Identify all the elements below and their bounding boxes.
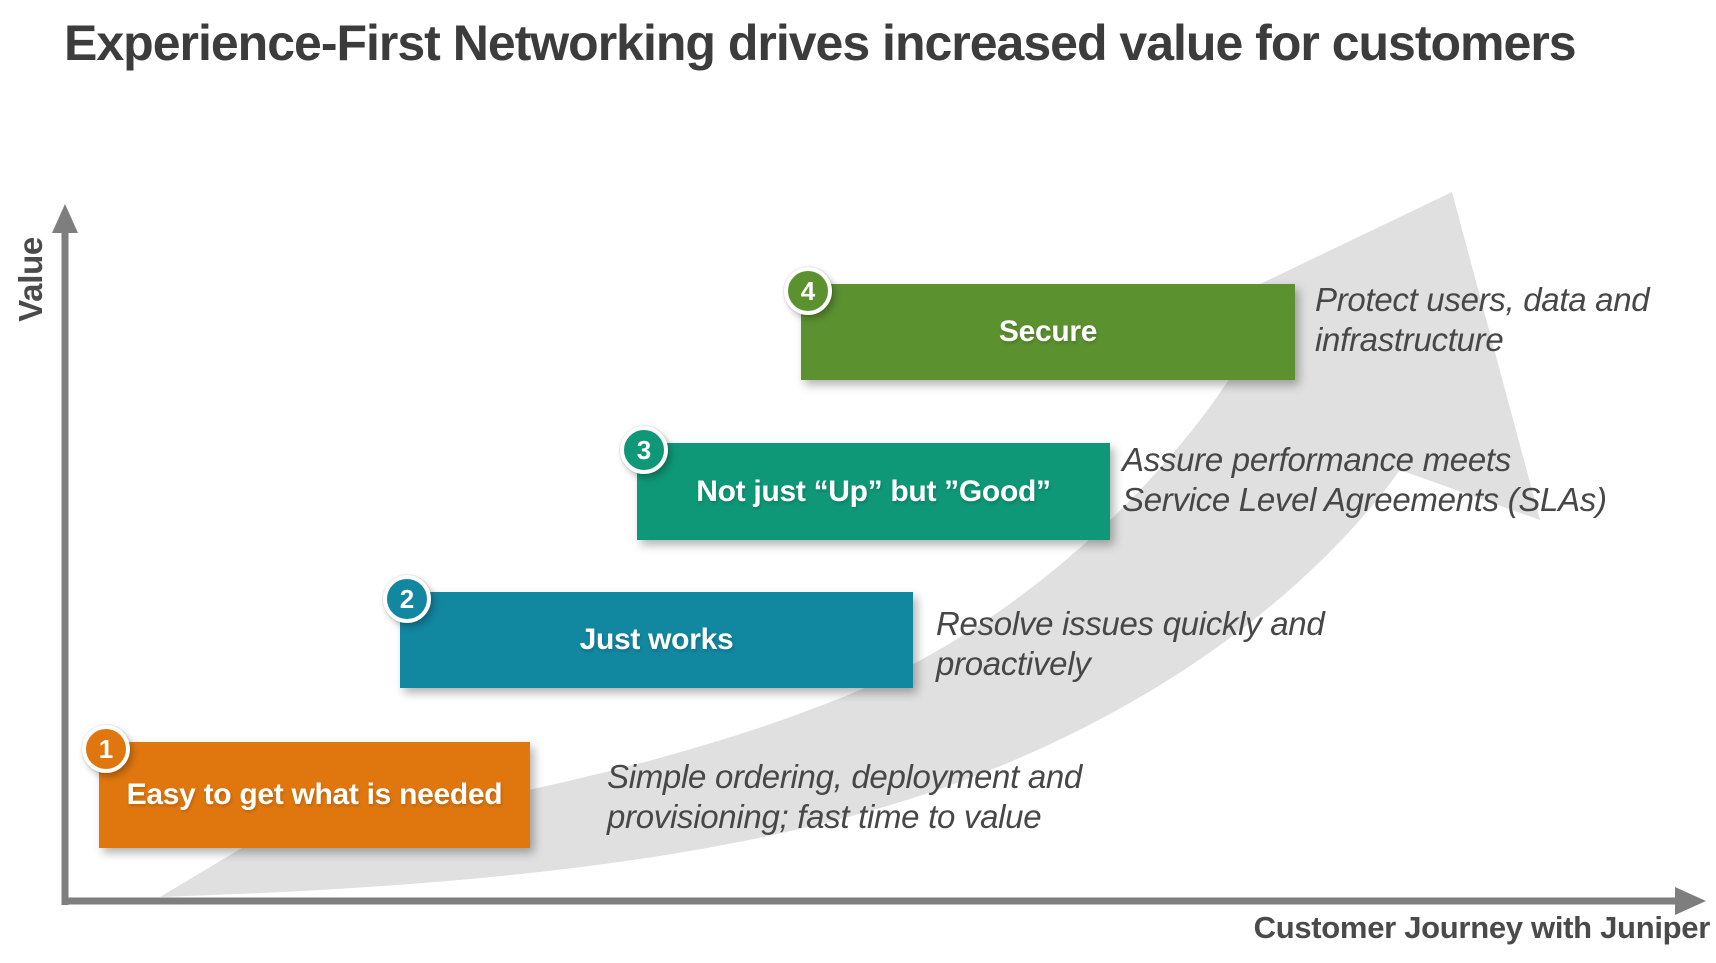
step-number: 3 <box>636 434 652 465</box>
step-number-badge-1: 1 <box>82 725 130 773</box>
step-number: 4 <box>800 275 816 306</box>
step-label: Secure <box>998 315 1098 348</box>
step-label: Just works <box>579 623 734 656</box>
step-bar-2: Just works <box>400 592 913 688</box>
page-title: Experience-First Networking drives incre… <box>64 15 1577 71</box>
step-bar-3: Not just “Up” but ”Good” <box>637 443 1110 540</box>
step-number-badge-3: 3 <box>620 426 668 474</box>
journey-swoosh-arrow-icon <box>160 192 1540 897</box>
step-bar-4: Secure <box>801 284 1295 380</box>
step-number-badge-4: 4 <box>784 267 832 315</box>
y-axis-label: Value <box>12 237 49 322</box>
step-label: Easy to get what is needed <box>126 778 503 811</box>
step-bar-1: Easy to get what is needed <box>99 742 530 848</box>
step-description-4: Protect users, data and infrastructure <box>1315 281 1650 359</box>
step-number-badge-2: 2 <box>383 575 431 623</box>
step-description-3: Assure performance meets Service Level A… <box>1122 441 1607 519</box>
step-label: Not just “Up” but ”Good” <box>696 474 1051 508</box>
y-axis-arrowhead-icon <box>52 204 78 233</box>
step-description-1: Simple ordering, deployment and provisio… <box>607 758 1082 836</box>
step-number: 2 <box>399 583 415 614</box>
step-number: 1 <box>98 733 114 764</box>
x-axis-label: Customer Journey with Juniper <box>1253 910 1711 945</box>
x-axis-arrowhead-icon <box>1675 887 1706 915</box>
step-description-2: Resolve issues quickly and proactively <box>936 605 1325 683</box>
